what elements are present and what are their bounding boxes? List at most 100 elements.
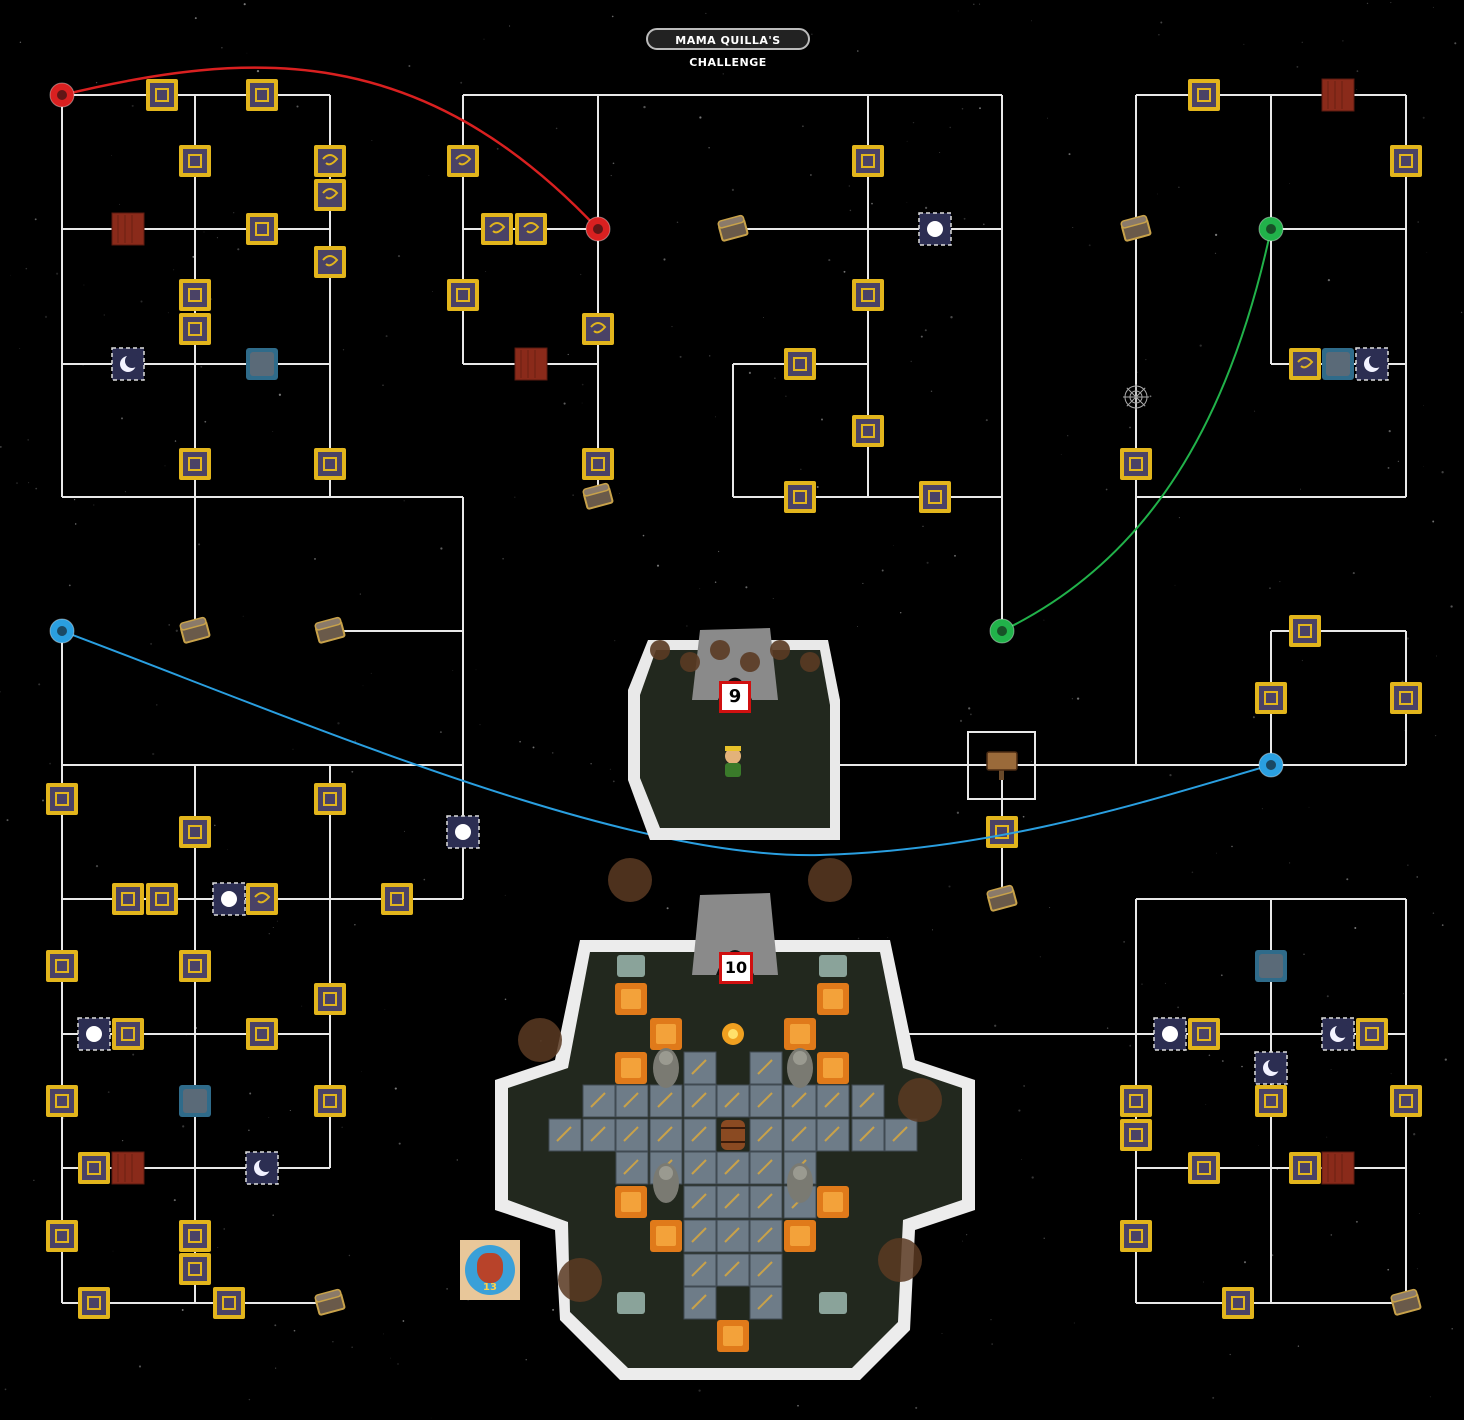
gold-square-tile-icon[interactable] (1120, 1220, 1152, 1252)
gold-square-tile-icon[interactable] (314, 448, 346, 480)
moon-tile-icon[interactable] (1254, 1051, 1288, 1085)
purple-swirl-tile-icon[interactable] (582, 313, 614, 345)
stone-block-icon[interactable] (246, 348, 278, 380)
gold-square-tile-icon[interactable] (78, 1152, 110, 1184)
gold-square-tile-icon[interactable] (179, 448, 211, 480)
metal-stone-icon[interactable] (783, 1084, 817, 1118)
gold-square-tile-icon[interactable] (179, 1220, 211, 1252)
gold-square-tile-icon[interactable] (78, 1287, 110, 1319)
purple-swirl-tile-icon[interactable] (314, 246, 346, 278)
treasure-chest-icon[interactable] (1120, 214, 1152, 242)
signpost-icon[interactable] (986, 751, 1018, 780)
snowball-tile-icon[interactable] (77, 1017, 111, 1051)
gold-square-tile-icon[interactable] (1289, 615, 1321, 647)
metal-stone-icon[interactable] (615, 1118, 649, 1152)
dirt-block-icon[interactable] (1321, 1151, 1355, 1185)
gold-square-tile-icon[interactable] (852, 415, 884, 447)
red-teleport-orb-icon[interactable] (585, 216, 611, 242)
orange-ore-icon[interactable] (615, 983, 647, 1015)
player-icon[interactable] (725, 746, 741, 777)
orange-ore-icon[interactable] (717, 1320, 749, 1352)
purple-swirl-tile-icon[interactable] (481, 213, 513, 245)
metal-stone-icon[interactable] (816, 1084, 850, 1118)
level-9-badge[interactable]: 9 (719, 681, 751, 713)
treasure-chest-icon[interactable] (1390, 1288, 1422, 1316)
treasure-chest-icon[interactable] (717, 214, 749, 242)
metal-stone-icon[interactable] (615, 1084, 649, 1118)
treasure-chest-icon[interactable] (986, 884, 1018, 912)
gold-square-tile-icon[interactable] (1390, 1085, 1422, 1117)
level-10-badge[interactable]: 10 (719, 952, 753, 984)
gold-square-tile-icon[interactable] (246, 1018, 278, 1050)
purple-swirl-tile-icon[interactable] (314, 179, 346, 211)
stone-block-icon[interactable] (1255, 950, 1287, 982)
gold-square-tile-icon[interactable] (179, 279, 211, 311)
gold-square-tile-icon[interactable] (179, 1253, 211, 1285)
gold-square-tile-icon[interactable] (1356, 1018, 1388, 1050)
level-9-cave[interactable] (628, 628, 840, 840)
gold-square-tile-icon[interactable] (213, 1287, 245, 1319)
gold-square-tile-icon[interactable] (1222, 1287, 1254, 1319)
dirt-block-icon[interactable] (514, 347, 548, 381)
stone-block-icon[interactable] (179, 1085, 211, 1117)
treasure-chest-icon[interactable] (179, 616, 211, 644)
moon-tile-icon[interactable] (111, 347, 145, 381)
gold-square-tile-icon[interactable] (46, 950, 78, 982)
orange-ore-icon[interactable] (817, 983, 849, 1015)
orange-ore-icon[interactable] (817, 1052, 849, 1084)
purple-swirl-tile-icon[interactable] (447, 145, 479, 177)
purple-swirl-tile-icon[interactable] (1289, 348, 1321, 380)
snowball-tile-icon[interactable] (1153, 1017, 1187, 1051)
metal-stone-icon[interactable] (716, 1084, 750, 1118)
gold-square-tile-icon[interactable] (582, 448, 614, 480)
orange-ore-icon[interactable] (784, 1220, 816, 1252)
gold-square-tile-icon[interactable] (1390, 682, 1422, 714)
metal-stone-icon[interactable] (683, 1051, 717, 1085)
orange-ore-icon[interactable] (817, 1186, 849, 1218)
metal-stone-icon[interactable] (749, 1118, 783, 1152)
gold-square-tile-icon[interactable] (852, 145, 884, 177)
gold-square-tile-icon[interactable] (1255, 1085, 1287, 1117)
gold-square-tile-icon[interactable] (1390, 145, 1422, 177)
metal-stone-icon[interactable] (749, 1219, 783, 1253)
orange-ore-icon[interactable] (784, 1018, 816, 1050)
gold-square-tile-icon[interactable] (179, 816, 211, 848)
gold-square-tile-icon[interactable] (46, 1085, 78, 1117)
gold-square-tile-icon[interactable] (112, 1018, 144, 1050)
gold-square-tile-icon[interactable] (46, 783, 78, 815)
orange-ore-icon[interactable] (615, 1186, 647, 1218)
gold-square-tile-icon[interactable] (1255, 682, 1287, 714)
orange-ore-icon[interactable] (650, 1220, 682, 1252)
gold-square-tile-icon[interactable] (1188, 1152, 1220, 1184)
gold-square-tile-icon[interactable] (179, 145, 211, 177)
gold-square-tile-icon[interactable] (1120, 1119, 1152, 1151)
gold-square-tile-icon[interactable] (852, 279, 884, 311)
opponent-avatar[interactable]: 13 (460, 1240, 520, 1300)
metal-stone-icon[interactable] (716, 1185, 750, 1219)
gold-square-tile-icon[interactable] (112, 883, 144, 915)
metal-stone-icon[interactable] (851, 1118, 885, 1152)
gold-square-tile-icon[interactable] (919, 481, 951, 513)
fire-orb-icon[interactable] (722, 1023, 744, 1045)
barrel-icon[interactable] (721, 1120, 745, 1150)
metal-stone-icon[interactable] (683, 1118, 717, 1152)
green-teleport-orb-icon[interactable] (989, 618, 1015, 644)
gold-square-tile-icon[interactable] (246, 213, 278, 245)
metal-stone-icon[interactable] (649, 1084, 683, 1118)
snowball-tile-icon[interactable] (212, 882, 246, 916)
metal-stone-icon[interactable] (749, 1084, 783, 1118)
metal-stone-icon[interactable] (683, 1185, 717, 1219)
metal-stone-icon[interactable] (716, 1219, 750, 1253)
metal-stone-icon[interactable] (683, 1253, 717, 1287)
snowball-tile-icon[interactable] (446, 815, 480, 849)
metal-stone-icon[interactable] (749, 1185, 783, 1219)
metal-stone-icon[interactable] (749, 1286, 783, 1320)
metal-stone-icon[interactable] (783, 1118, 817, 1152)
metal-stone-icon[interactable] (548, 1118, 582, 1152)
gold-square-tile-icon[interactable] (146, 79, 178, 111)
gold-square-tile-icon[interactable] (179, 950, 211, 982)
gold-square-tile-icon[interactable] (784, 348, 816, 380)
gold-square-tile-icon[interactable] (246, 79, 278, 111)
gold-square-tile-icon[interactable] (1188, 79, 1220, 111)
orange-ore-icon[interactable] (615, 1052, 647, 1084)
